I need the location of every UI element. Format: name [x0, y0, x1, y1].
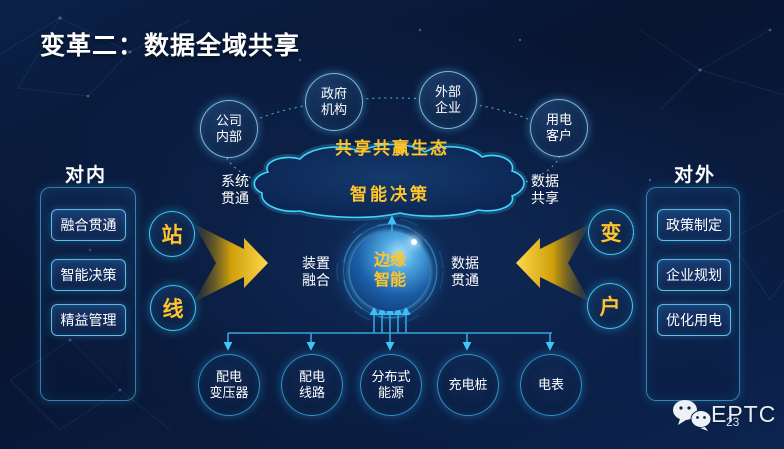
device-line: 能源 [377, 385, 404, 400]
cloud-shape [250, 141, 528, 221]
partner-line: 机构 [320, 102, 347, 117]
note-line: 数据 [531, 173, 559, 189]
note-line: 贯通 [451, 272, 479, 288]
device-line: 配电 [298, 369, 325, 384]
device-line: 变压器 [209, 385, 249, 400]
external-item-planning: 企业规划 [657, 259, 731, 291]
device-line: 分布式 [371, 369, 411, 384]
note-system-connectivity: 系统贯通 [205, 173, 265, 207]
partner-line: 政府 [320, 86, 347, 101]
device-line: 电表 [537, 377, 564, 392]
brand-name: EPTC [711, 401, 777, 427]
note-data-sharing: 数据共享 [515, 173, 575, 207]
note-line: 系统 [221, 173, 249, 189]
badge-line: 线 [150, 285, 196, 331]
page-title: 变革二：数据全域共享 [40, 32, 301, 60]
device-line: 充电桩 [448, 377, 488, 392]
note-line: 贯通 [221, 190, 249, 206]
note-line: 融合 [302, 272, 330, 288]
sparkle-dot [411, 239, 417, 245]
device-circle-charging-pile: 充电桩 [437, 354, 499, 416]
internal-panel: 融合贯通 智能决策 精益管理 [40, 187, 136, 401]
partner-circle-company-internal: 公司内部 [200, 100, 258, 158]
device-line: 线路 [298, 385, 325, 400]
internal-item-decision: 智能决策 [51, 259, 126, 291]
internal-title: 对内 [64, 165, 107, 186]
device-circle-electric-meter: 电表 [520, 354, 582, 416]
internal-item-lean: 精益管理 [51, 304, 126, 336]
edge-intelligence-sphere: 边缘智能 [350, 231, 430, 311]
internal-item-fusion: 融合贯通 [51, 209, 126, 241]
partner-line: 外部 [434, 84, 461, 99]
partner-line: 企业 [434, 100, 461, 115]
note-line: 装置 [302, 255, 330, 271]
note-data-connectivity: 数据贯通 [435, 255, 495, 289]
external-panel: 政策制定 企业规划 优化用电 [646, 187, 740, 401]
wechat-bubbles-icon [673, 400, 712, 431]
note-device-fusion: 装置融合 [286, 255, 346, 289]
device-circle-distribution-line: 配电线路 [281, 354, 343, 416]
page-number: 23 [726, 415, 740, 429]
ecosystem-banner: 共享共赢生态 [335, 139, 449, 158]
note-line: 共享 [531, 190, 559, 206]
external-item-policy: 政策制定 [657, 209, 731, 241]
sphere-outer-ring [343, 224, 437, 318]
partner-line: 客户 [545, 128, 572, 143]
partner-circle-external-enterprise: 外部企业 [419, 71, 477, 129]
badge-station: 站 [149, 211, 195, 257]
constellation-dots [58, 16, 772, 392]
external-item-optimize: 优化用电 [657, 304, 731, 336]
badge-transformer: 变 [588, 209, 634, 255]
sphere-line: 智能 [373, 272, 406, 289]
partner-line: 用电 [545, 112, 572, 127]
sphere-line: 边缘 [373, 252, 406, 269]
partner-circle-power-customers: 用电客户 [530, 99, 588, 157]
cloud-label: 智能决策 [350, 185, 430, 204]
gold-arrow-right-icon [194, 224, 268, 302]
gold-arrow-left-icon [516, 224, 590, 302]
external-title: 对外 [673, 165, 716, 186]
partner-circle-government: 政府机构 [305, 73, 363, 131]
device-circle-distribution-transformer: 配电变压器 [198, 354, 260, 416]
device-circle-distributed-energy: 分布式能源 [360, 354, 422, 416]
partner-line: 内部 [215, 129, 242, 144]
device-line: 配电 [215, 369, 242, 384]
badge-customer: 户 [587, 283, 633, 329]
note-line: 数据 [451, 255, 479, 271]
partner-line: 公司 [215, 113, 242, 128]
